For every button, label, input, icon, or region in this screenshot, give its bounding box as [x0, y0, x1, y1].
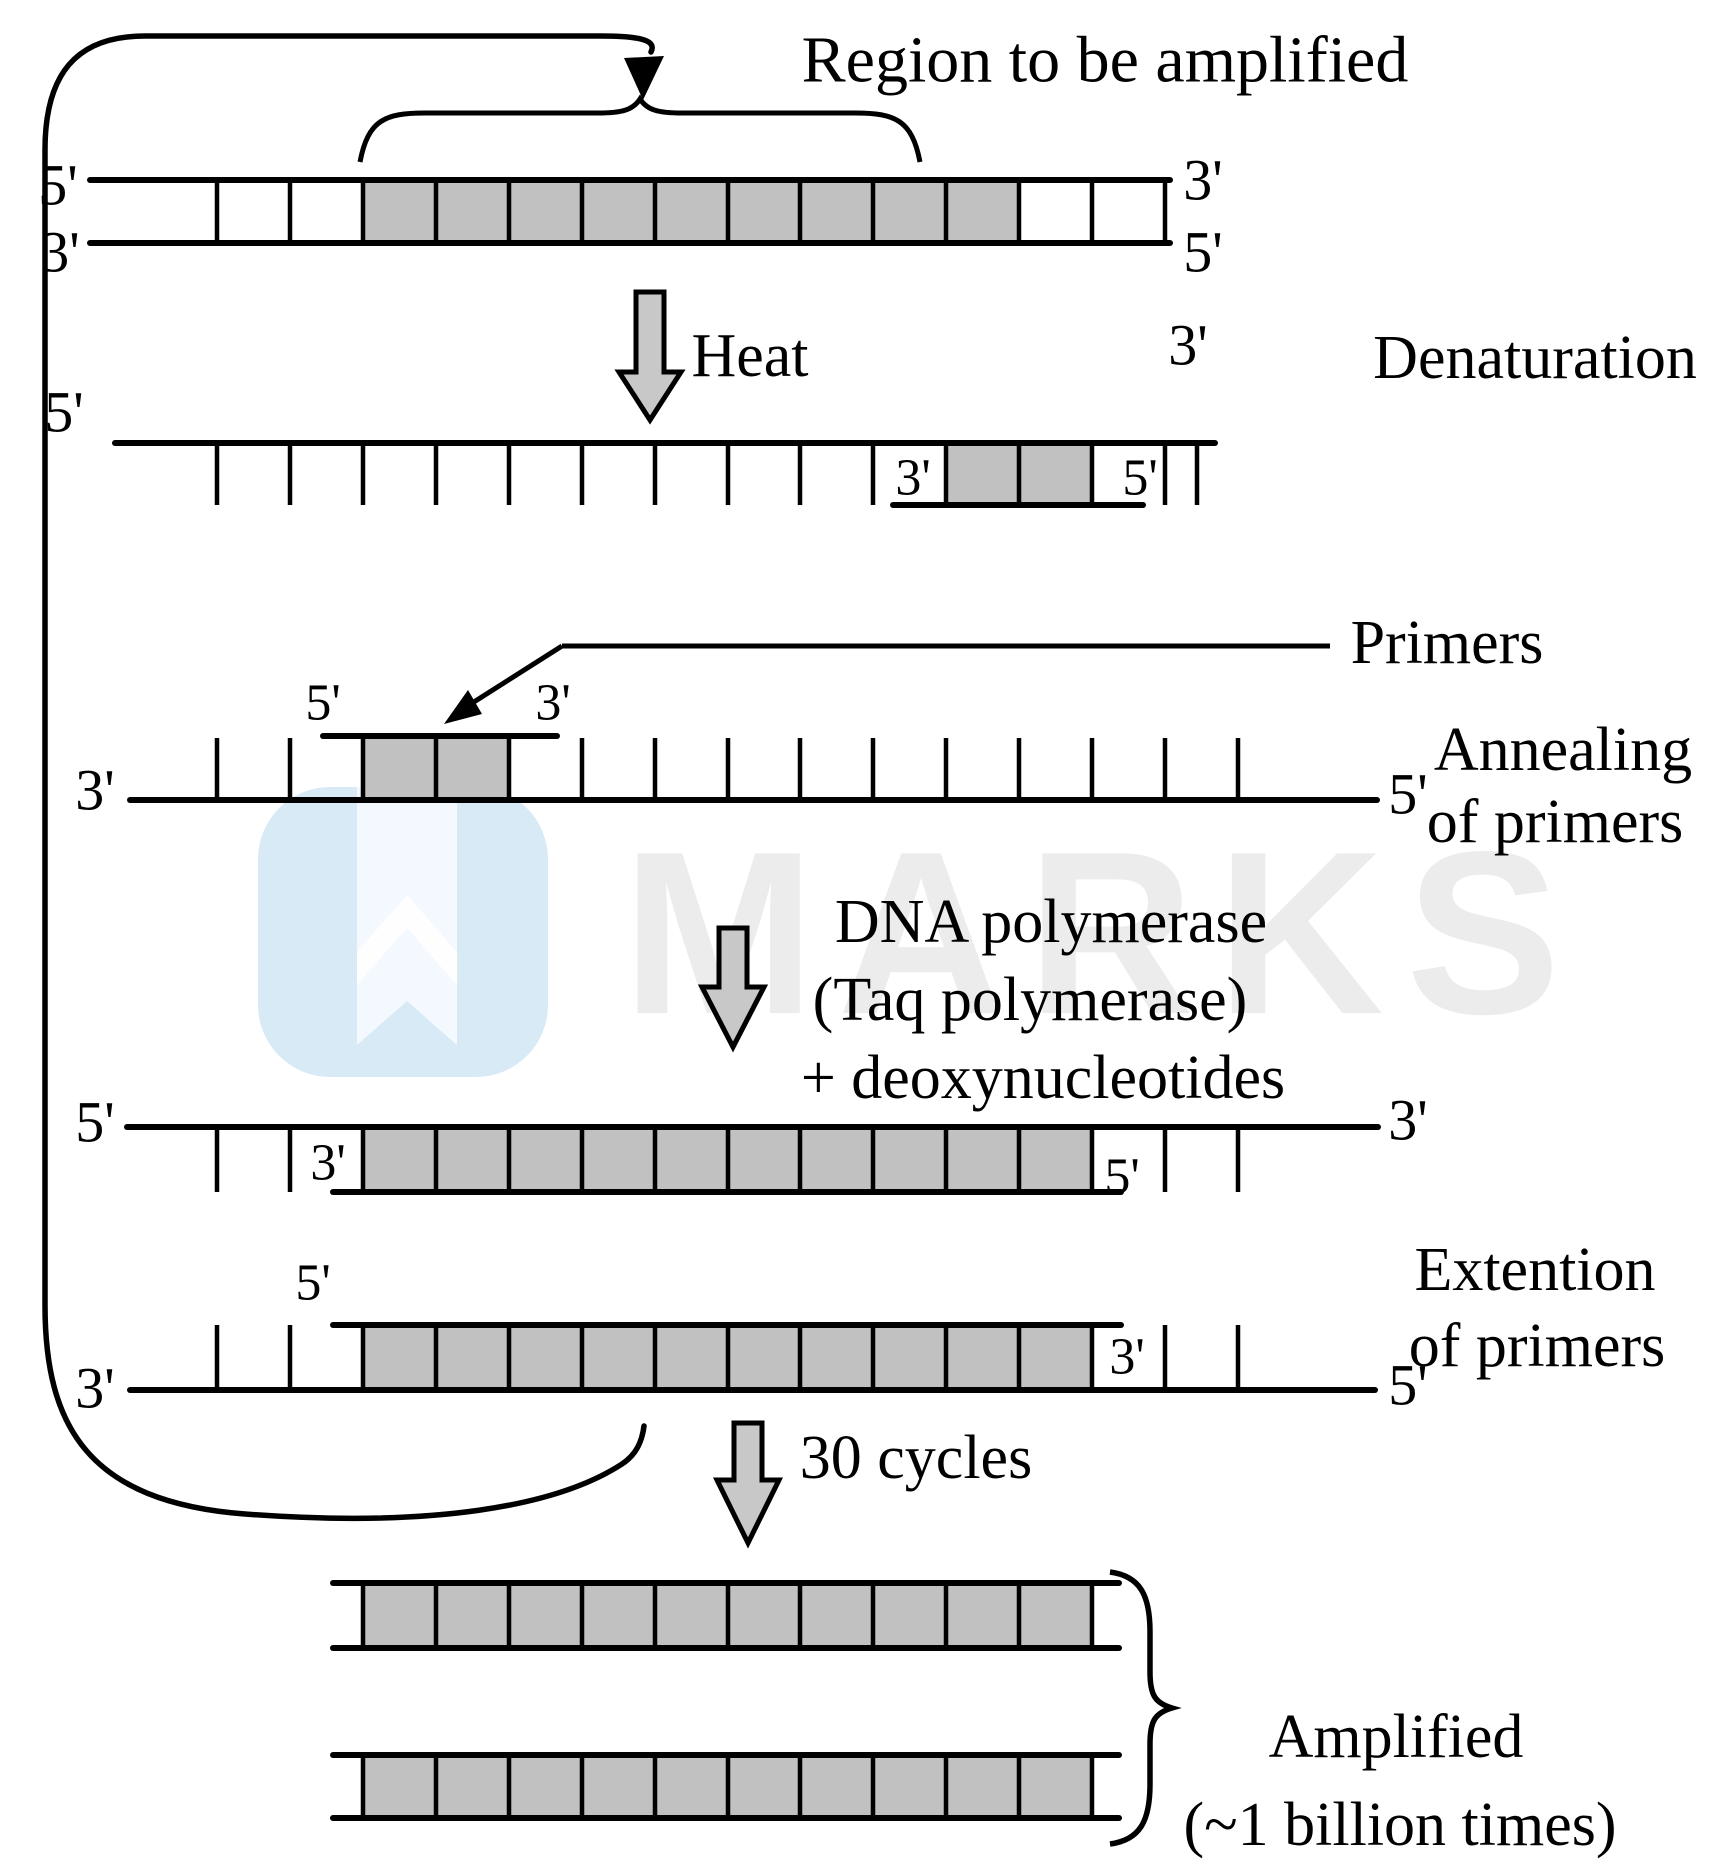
polymerase-label-line1: DNA polymerase [835, 888, 1267, 956]
denatured-strand-bottom [127, 733, 1380, 803]
cycle-loop-arrow [42, 33, 664, 1522]
row3-right-5prime: 5' [1388, 762, 1427, 827]
right-brace-icon [1109, 1569, 1182, 1847]
process-arrows [614, 289, 784, 1549]
row5-newstrand-3prime: 3' [1109, 1329, 1144, 1386]
chevron-up-icon [357, 895, 457, 985]
cycles-arrow-icon [712, 1420, 784, 1549]
loop-path [42, 33, 655, 1522]
row3-primer-5prime: 5' [305, 675, 340, 732]
row1-left-3prime: 3' [40, 220, 79, 285]
primers-label: Primers [1351, 609, 1544, 677]
watermark: MARKS [258, 787, 1583, 1077]
heat-label: Heat [691, 322, 808, 390]
dna-segment-gray [363, 180, 1019, 243]
amplified-label-line1: Amplified [1269, 1703, 1524, 1771]
watermark-text: MARKS [622, 804, 1583, 1063]
row3-left-3prime: 3' [75, 758, 114, 823]
polymerase-label-line2: (Taq polymerase) [813, 966, 1248, 1034]
row5-right-5prime: 5' [1388, 1353, 1427, 1418]
row2-primer-5prime: 5' [1122, 450, 1157, 507]
primers-pointer: Primers [444, 609, 1543, 724]
template-dsdna [87, 177, 1173, 246]
row4-right-3prime: 3' [1388, 1088, 1427, 1153]
polymerase-arrow-icon [697, 925, 769, 1053]
loop-arrowhead-icon [624, 56, 664, 100]
amplified-label-line2: (~1 billion times) [1183, 1791, 1616, 1859]
amplified-section: Amplified (~1 billion times) [1109, 1569, 1617, 1859]
region-label: Region to be amplified [802, 24, 1409, 97]
row2-primer-3prime: 3' [895, 450, 930, 507]
region-brace: Region to be amplified [357, 24, 1409, 163]
denatured-strand-top [112, 440, 1218, 508]
pointer-arrowhead-icon [444, 690, 482, 724]
amplified-duplex-1 [330, 1580, 1122, 1651]
row4-left-5prime: 5' [75, 1090, 114, 1155]
pointer-diagonal [464, 643, 564, 710]
row5-left-3prime: 3' [75, 1356, 114, 1421]
amplified-duplex-2 [330, 1752, 1122, 1821]
row3-primer-3prime: 3' [535, 675, 570, 732]
denaturation-label: Denaturation [1373, 324, 1697, 392]
polymerase-label-line3: + deoxynucleotides [801, 1044, 1285, 1112]
row1-right-5prime: 5' [1183, 220, 1222, 285]
row5-newstrand-5prime: 5' [295, 1255, 330, 1312]
row4-newstrand-5prime: 5' [1104, 1149, 1139, 1206]
overbrace-icon [357, 94, 923, 163]
row1-left-5prime: 5' [38, 153, 77, 218]
row4-newstrand-3prime: 3' [310, 1135, 345, 1192]
annealing-label-line1: Annealing [1434, 716, 1692, 784]
extension-label-line2: of primers [1409, 1312, 1666, 1380]
extension-product-bottom [127, 1322, 1378, 1393]
heat-arrow-icon [614, 289, 686, 425]
extension-label-line1: Extention [1414, 1236, 1655, 1304]
extension-product-top [124, 1124, 1381, 1195]
row1-right-3prime: 3' [1183, 148, 1222, 213]
cycles-label: 30 cycles [800, 1424, 1032, 1492]
row2-left-5prime: 5' [44, 380, 83, 445]
row2-right-3prime: 3' [1168, 313, 1207, 378]
annealing-label-line2: of primers [1427, 788, 1684, 856]
